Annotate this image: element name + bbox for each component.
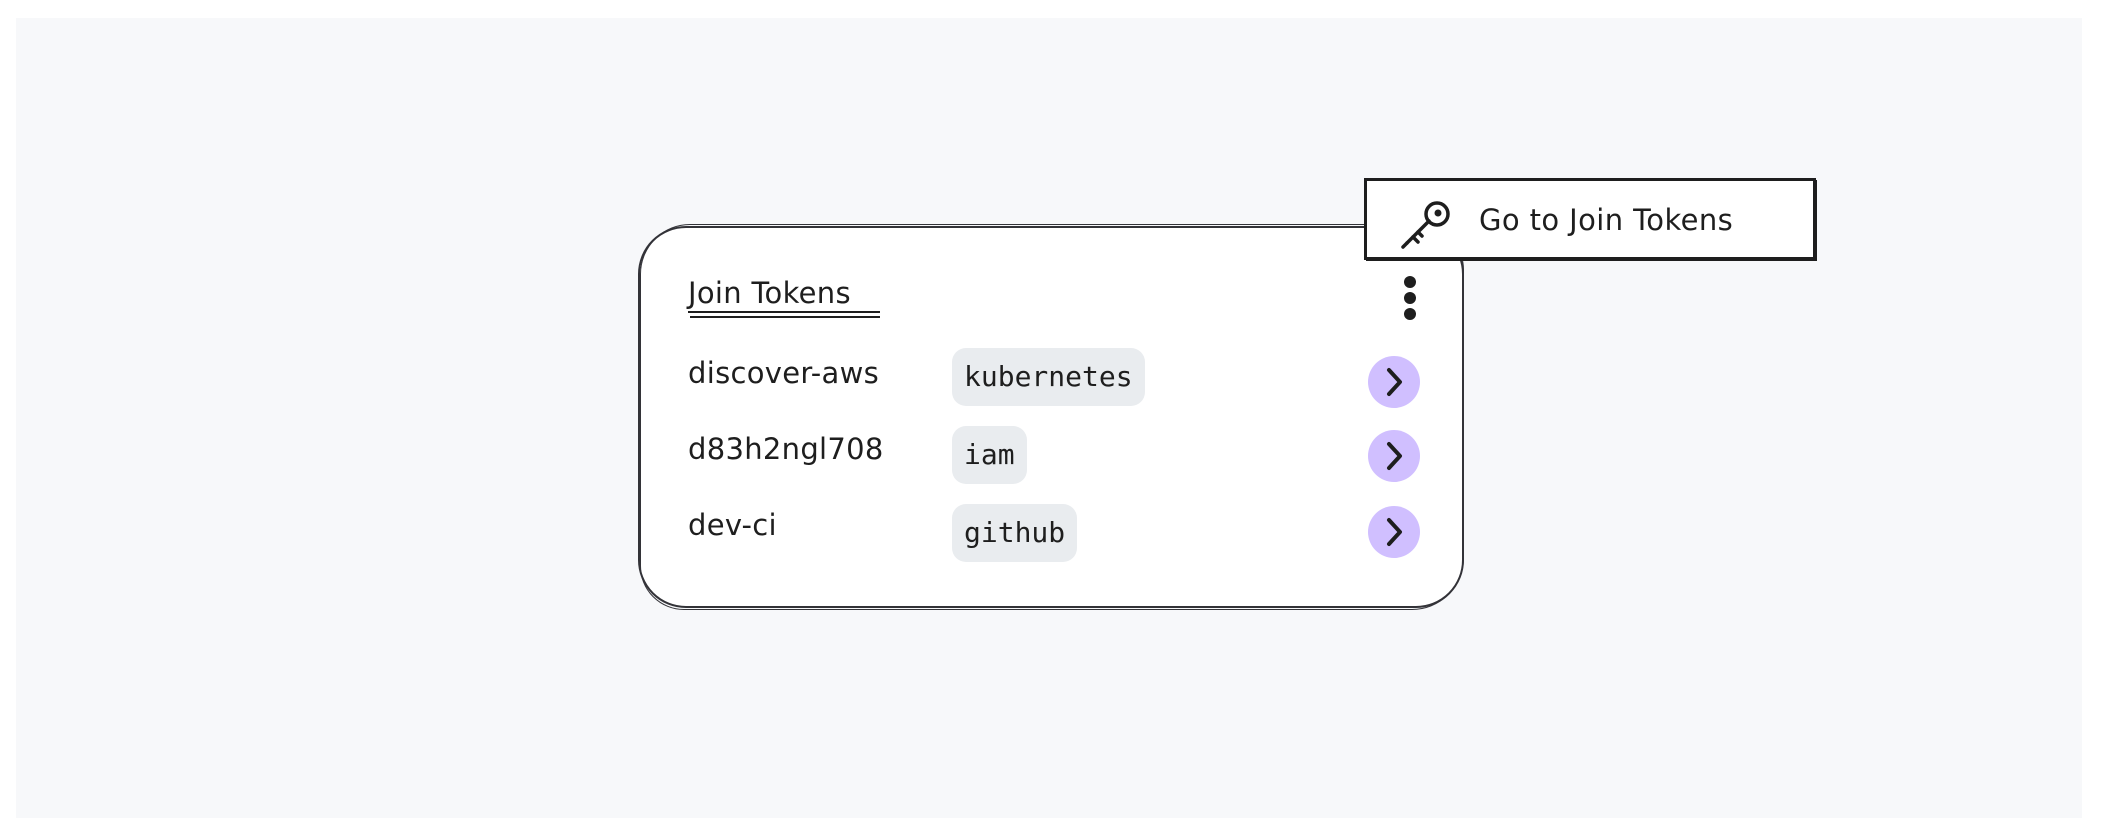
go-to-join-tokens-button[interactable]: Go to Join Tokens xyxy=(1364,178,1816,260)
title-underline xyxy=(688,311,880,313)
open-token-button[interactable] xyxy=(1368,356,1420,408)
join-method-badge: kubernetes xyxy=(952,348,1145,406)
kebab-dot xyxy=(1404,276,1416,288)
card-title[interactable]: Join Tokens xyxy=(688,276,851,310)
open-token-button[interactable] xyxy=(1368,430,1420,482)
title-underline-secondary xyxy=(690,316,880,318)
kebab-menu-icon[interactable] xyxy=(1398,274,1422,322)
token-name: discover-aws xyxy=(688,356,879,390)
kebab-dot xyxy=(1404,308,1416,320)
join-method-badge: github xyxy=(952,504,1078,562)
open-token-button[interactable] xyxy=(1368,506,1420,558)
kebab-dot xyxy=(1404,292,1416,304)
token-name: d83h2ngl708 xyxy=(688,432,884,466)
token-name: dev-ci xyxy=(688,508,777,542)
chevron-right-icon xyxy=(1387,368,1402,396)
join-method-badge: iam xyxy=(952,426,1027,484)
chevron-right-icon xyxy=(1387,442,1402,470)
key-icon xyxy=(1401,201,1450,249)
go-to-join-tokens-label: Go to Join Tokens xyxy=(1479,203,1734,237)
chevron-right-icon xyxy=(1387,518,1402,546)
